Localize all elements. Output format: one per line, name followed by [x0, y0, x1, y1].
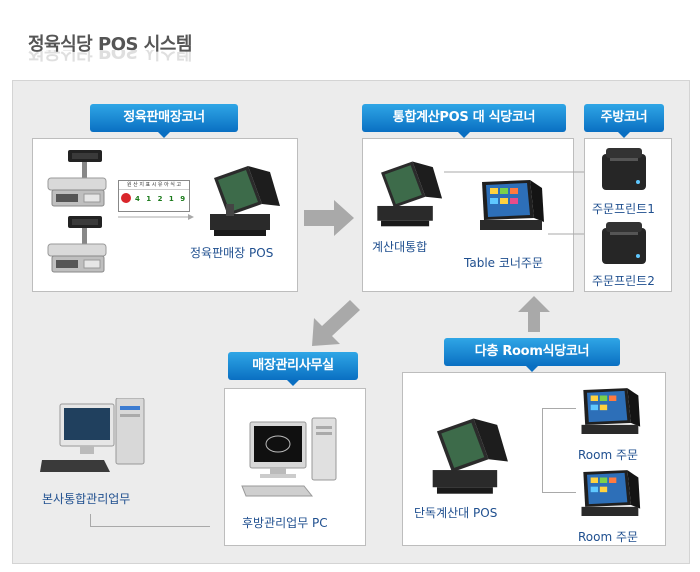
connector-line: [90, 526, 210, 527]
page-title-reflection: 정육식당 POS 시스템: [28, 50, 192, 62]
room-pos-label: 단독계산대 POS: [414, 506, 498, 520]
integrated-tag: 통합계산POS 대 식당코너: [362, 104, 566, 138]
connector-line: [542, 408, 543, 492]
sticker-header: 원 산 지 표 시 유 아 식 고: [119, 181, 189, 190]
connector-line: [542, 408, 576, 409]
room1-label: Room 주문: [578, 448, 639, 462]
arrow-icon: [444, 169, 594, 175]
arrow-down-left-icon: [312, 300, 360, 346]
hq-label: 본사통합관리업무: [42, 492, 131, 506]
scale-icon: [47, 150, 107, 207]
desktop-pc-icon: [241, 417, 337, 497]
meat-sales-tag: 정육판매장코너: [90, 104, 238, 138]
connector-line: [542, 492, 576, 493]
room-tag: 다층 Room식당코너: [444, 338, 620, 372]
office-pc-label: 후방관리업무 PC: [242, 516, 328, 530]
pos-terminal-icon: [377, 161, 443, 227]
touch-terminal-icon: [480, 180, 544, 230]
printer1-label: 주문프린트1: [592, 202, 655, 216]
pos-terminal-icon: [432, 418, 508, 494]
counter-label: 계산대통합: [372, 240, 428, 254]
table-order-label: Table 코너주문: [464, 256, 544, 270]
sticker-digits: 4 1 2 1 9: [135, 195, 188, 203]
kitchen-tag: 주방코너: [584, 104, 664, 138]
arrow-up-icon: [518, 296, 550, 332]
meat-pos-label: 정육판매장 POS: [190, 246, 274, 260]
connector-line: [90, 514, 91, 526]
touch-terminal-icon: [581, 388, 641, 434]
sticker-seal-icon: [121, 193, 131, 203]
hq-pc-icon: [40, 398, 145, 472]
pos-terminal-icon: [210, 166, 280, 236]
touch-terminal-icon: [581, 470, 641, 516]
arrow-right-icon: [304, 200, 354, 236]
printer-icon: [602, 148, 646, 190]
arrow-icon: [118, 214, 194, 220]
printer-icon: [602, 222, 646, 264]
room2-label: Room 주문: [578, 530, 639, 544]
scale-icon: [47, 216, 107, 273]
price-label-sticker: 원 산 지 표 시 유 아 식 고 4 1 2 1 9: [118, 180, 190, 212]
printer2-label: 주문프린트2: [592, 274, 655, 288]
page-title: 정육식당 POS 시스템: [28, 34, 192, 55]
office-tag: 매장관리사무실: [228, 352, 358, 386]
